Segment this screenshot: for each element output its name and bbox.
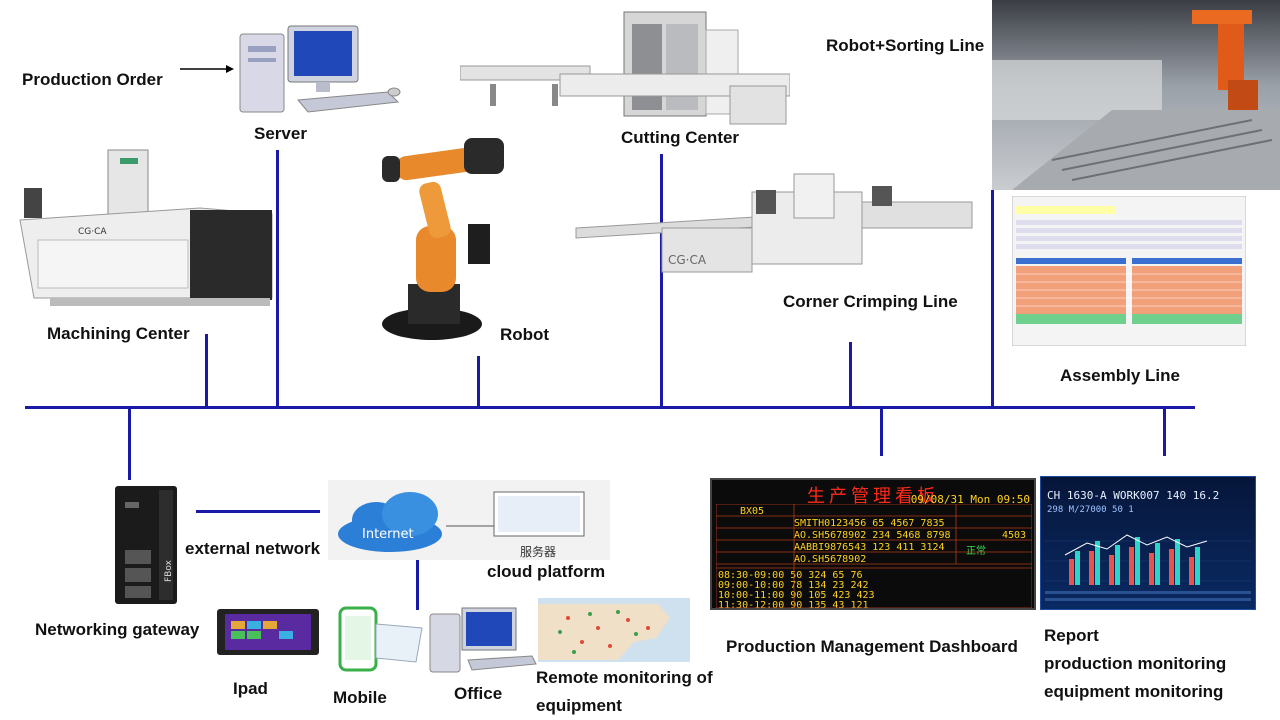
link-cutting [660, 154, 663, 408]
cutting-center-machine-icon [460, 11, 790, 125]
assembly-line-label: Assembly Line [1060, 366, 1180, 385]
dashboard-side-value: 4503 [1002, 530, 1027, 541]
mobile-icon [338, 606, 423, 672]
remote-monitoring-label: Remote monitoring of [536, 668, 713, 687]
cutting-center-label: Cutting Center [621, 128, 740, 147]
gateway-brand-text: FBox [164, 559, 174, 582]
equipment-monitoring-label: equipment monitoring [1044, 682, 1224, 701]
link-robot [477, 356, 480, 408]
cloud-platform-label: cloud platform [487, 562, 606, 581]
external-network-label: external network [185, 539, 321, 558]
remote-monitoring-map [538, 598, 690, 662]
networking-gateway-label: Networking gateway [35, 620, 200, 639]
production-dashboard-label: Production Management Dashboard [726, 637, 1018, 656]
production-dashboard-board: 生产管理看板 09/08/31 Mon 09:50 BX05 SMITH0123… [710, 478, 1036, 610]
report-monitor-board: CH 1630-A WORK007 140 16.2 298 M/27000 5… [1040, 476, 1256, 610]
robot-label: Robot [500, 325, 550, 344]
link-crimping [849, 342, 852, 408]
dashboard-line-id: BX05 [740, 506, 765, 517]
corner-crimping-line-label: Corner Crimping Line [783, 292, 958, 311]
dashboard-row: SMITH0123456 65 4567 7835 [794, 518, 945, 529]
machining-brand-text: CG·CA [78, 227, 107, 237]
production-order-label: Production Order [22, 70, 163, 89]
remote-monitoring-label-2: equipment [536, 696, 622, 715]
industrial-robot-icon [382, 138, 504, 340]
report-label: Report [1044, 626, 1099, 645]
internet-cloud-text: Internet [362, 527, 414, 542]
report-board-sub: 298 M/27000 50 1 [1047, 505, 1134, 515]
dashboard-row: 10:00-11:00 90 105 423 423 [718, 590, 875, 601]
dashboard-row: 08:30-09:00 50 324 65 76 [718, 570, 863, 581]
assembly-line-screen [1012, 196, 1246, 346]
network-bus [25, 406, 1195, 409]
report-board-header: CH 1630-A WORK007 140 16.2 [1047, 489, 1220, 502]
link-gateway [128, 408, 131, 480]
robot-sorting-line-label: Robot+Sorting Line [826, 36, 985, 55]
ipad-icon [217, 609, 319, 655]
link-machining [205, 334, 208, 408]
order-arrow [180, 65, 234, 73]
ipad-label: Ipad [233, 679, 268, 698]
crimping-brand-text: CG·CA [668, 253, 707, 267]
dashboard-row: 11:30-12:00 90 135 43 121 [718, 600, 869, 610]
link-external [196, 510, 320, 513]
dashboard-row: AABBI9876543 123 411 3124 [794, 542, 945, 553]
dashboard-row: AO.SH5678902 234 5468 8798 [794, 530, 951, 541]
report-board-chart [1045, 534, 1251, 601]
machining-center-label: Machining Center [47, 324, 190, 343]
dashboard-title: 生产管理看板 [807, 486, 939, 507]
server-label: Server [254, 124, 307, 143]
link-assembly [991, 190, 994, 408]
cloud-platform-graphic: Internet 服务器 [328, 480, 610, 560]
networking-gateway-icon: FBox [115, 486, 177, 604]
corner-crimping-machine-icon: CG·CA [575, 173, 973, 273]
office-label: Office [454, 684, 503, 703]
link-server [276, 150, 279, 408]
dashboard-status: 正常 [966, 546, 986, 557]
robot-sorting-line-photo [992, 0, 1280, 190]
link-dashboard [880, 406, 883, 456]
dashboard-datetime: 09/08/31 Mon 09:50 [910, 493, 1030, 506]
machining-center-machine-icon: CG·CA [19, 149, 273, 306]
server-computer-icon [239, 25, 401, 113]
production-monitoring-label: production monitoring [1044, 654, 1227, 673]
office-computer-icon [429, 607, 537, 673]
dashboard-row: AO.SH5678902 [794, 554, 867, 565]
server-cn-text: 服务器 [520, 544, 556, 559]
mobile-label: Mobile [333, 688, 387, 707]
link-cloud-office [416, 560, 419, 610]
link-report [1163, 406, 1166, 456]
dashboard-row: 09:00-10:00 78 134 23 242 [718, 580, 869, 591]
dashboard-grid [716, 504, 1032, 608]
